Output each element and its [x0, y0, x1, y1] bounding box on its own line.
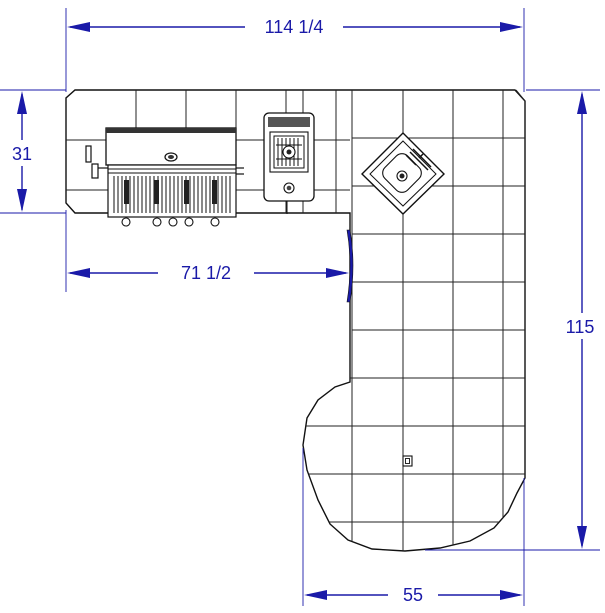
- door-handle-icon: [346, 229, 354, 303]
- grill-icon: [85, 127, 244, 227]
- dimension-inner-label: 71 1/2: [181, 263, 231, 283]
- side-burner-icon: [263, 112, 315, 214]
- dimension-right: 115: [425, 89, 603, 551]
- outlet-icon: [402, 455, 413, 467]
- dimension-left: 31: [0, 89, 66, 214]
- dimension-top-label: 114 1/4: [265, 17, 324, 37]
- dimension-top: 114 1/4: [65, 8, 525, 92]
- dimension-inner: 71 1/2: [65, 210, 349, 292]
- dimension-bottom-label: 55: [403, 585, 423, 605]
- dimension-right-label: 115: [566, 317, 595, 337]
- dimension-left-label: 31: [12, 144, 32, 164]
- sink-icon: [361, 132, 445, 215]
- dimension-bottom: 55: [302, 448, 525, 607]
